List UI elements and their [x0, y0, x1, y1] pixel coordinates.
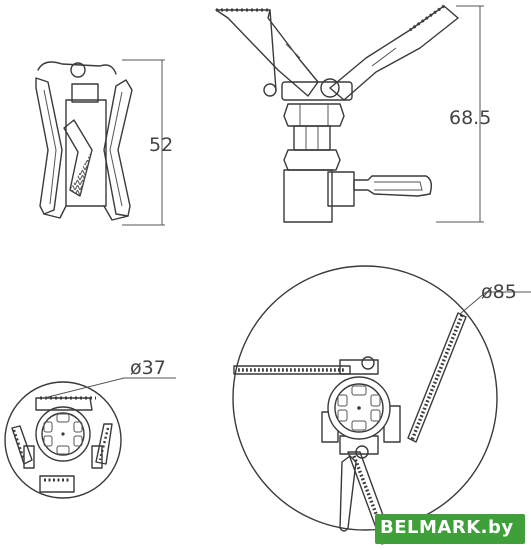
- top-diameter-label: ø85: [481, 281, 517, 303]
- unfolded-top-view: ø85: [232, 265, 531, 545]
- front-height-label: 68.5: [449, 107, 491, 129]
- watermark-text: BELMARK.by: [380, 517, 514, 538]
- side-height-label: 52: [149, 134, 173, 156]
- watermark-badge: [375, 514, 525, 544]
- folded-top-view: ø37: [4, 357, 176, 499]
- base-diameter-label: ø37: [130, 357, 166, 379]
- folded-side-view: 52: [35, 59, 173, 226]
- unfolded-front-view: 68.5: [215, 4, 491, 223]
